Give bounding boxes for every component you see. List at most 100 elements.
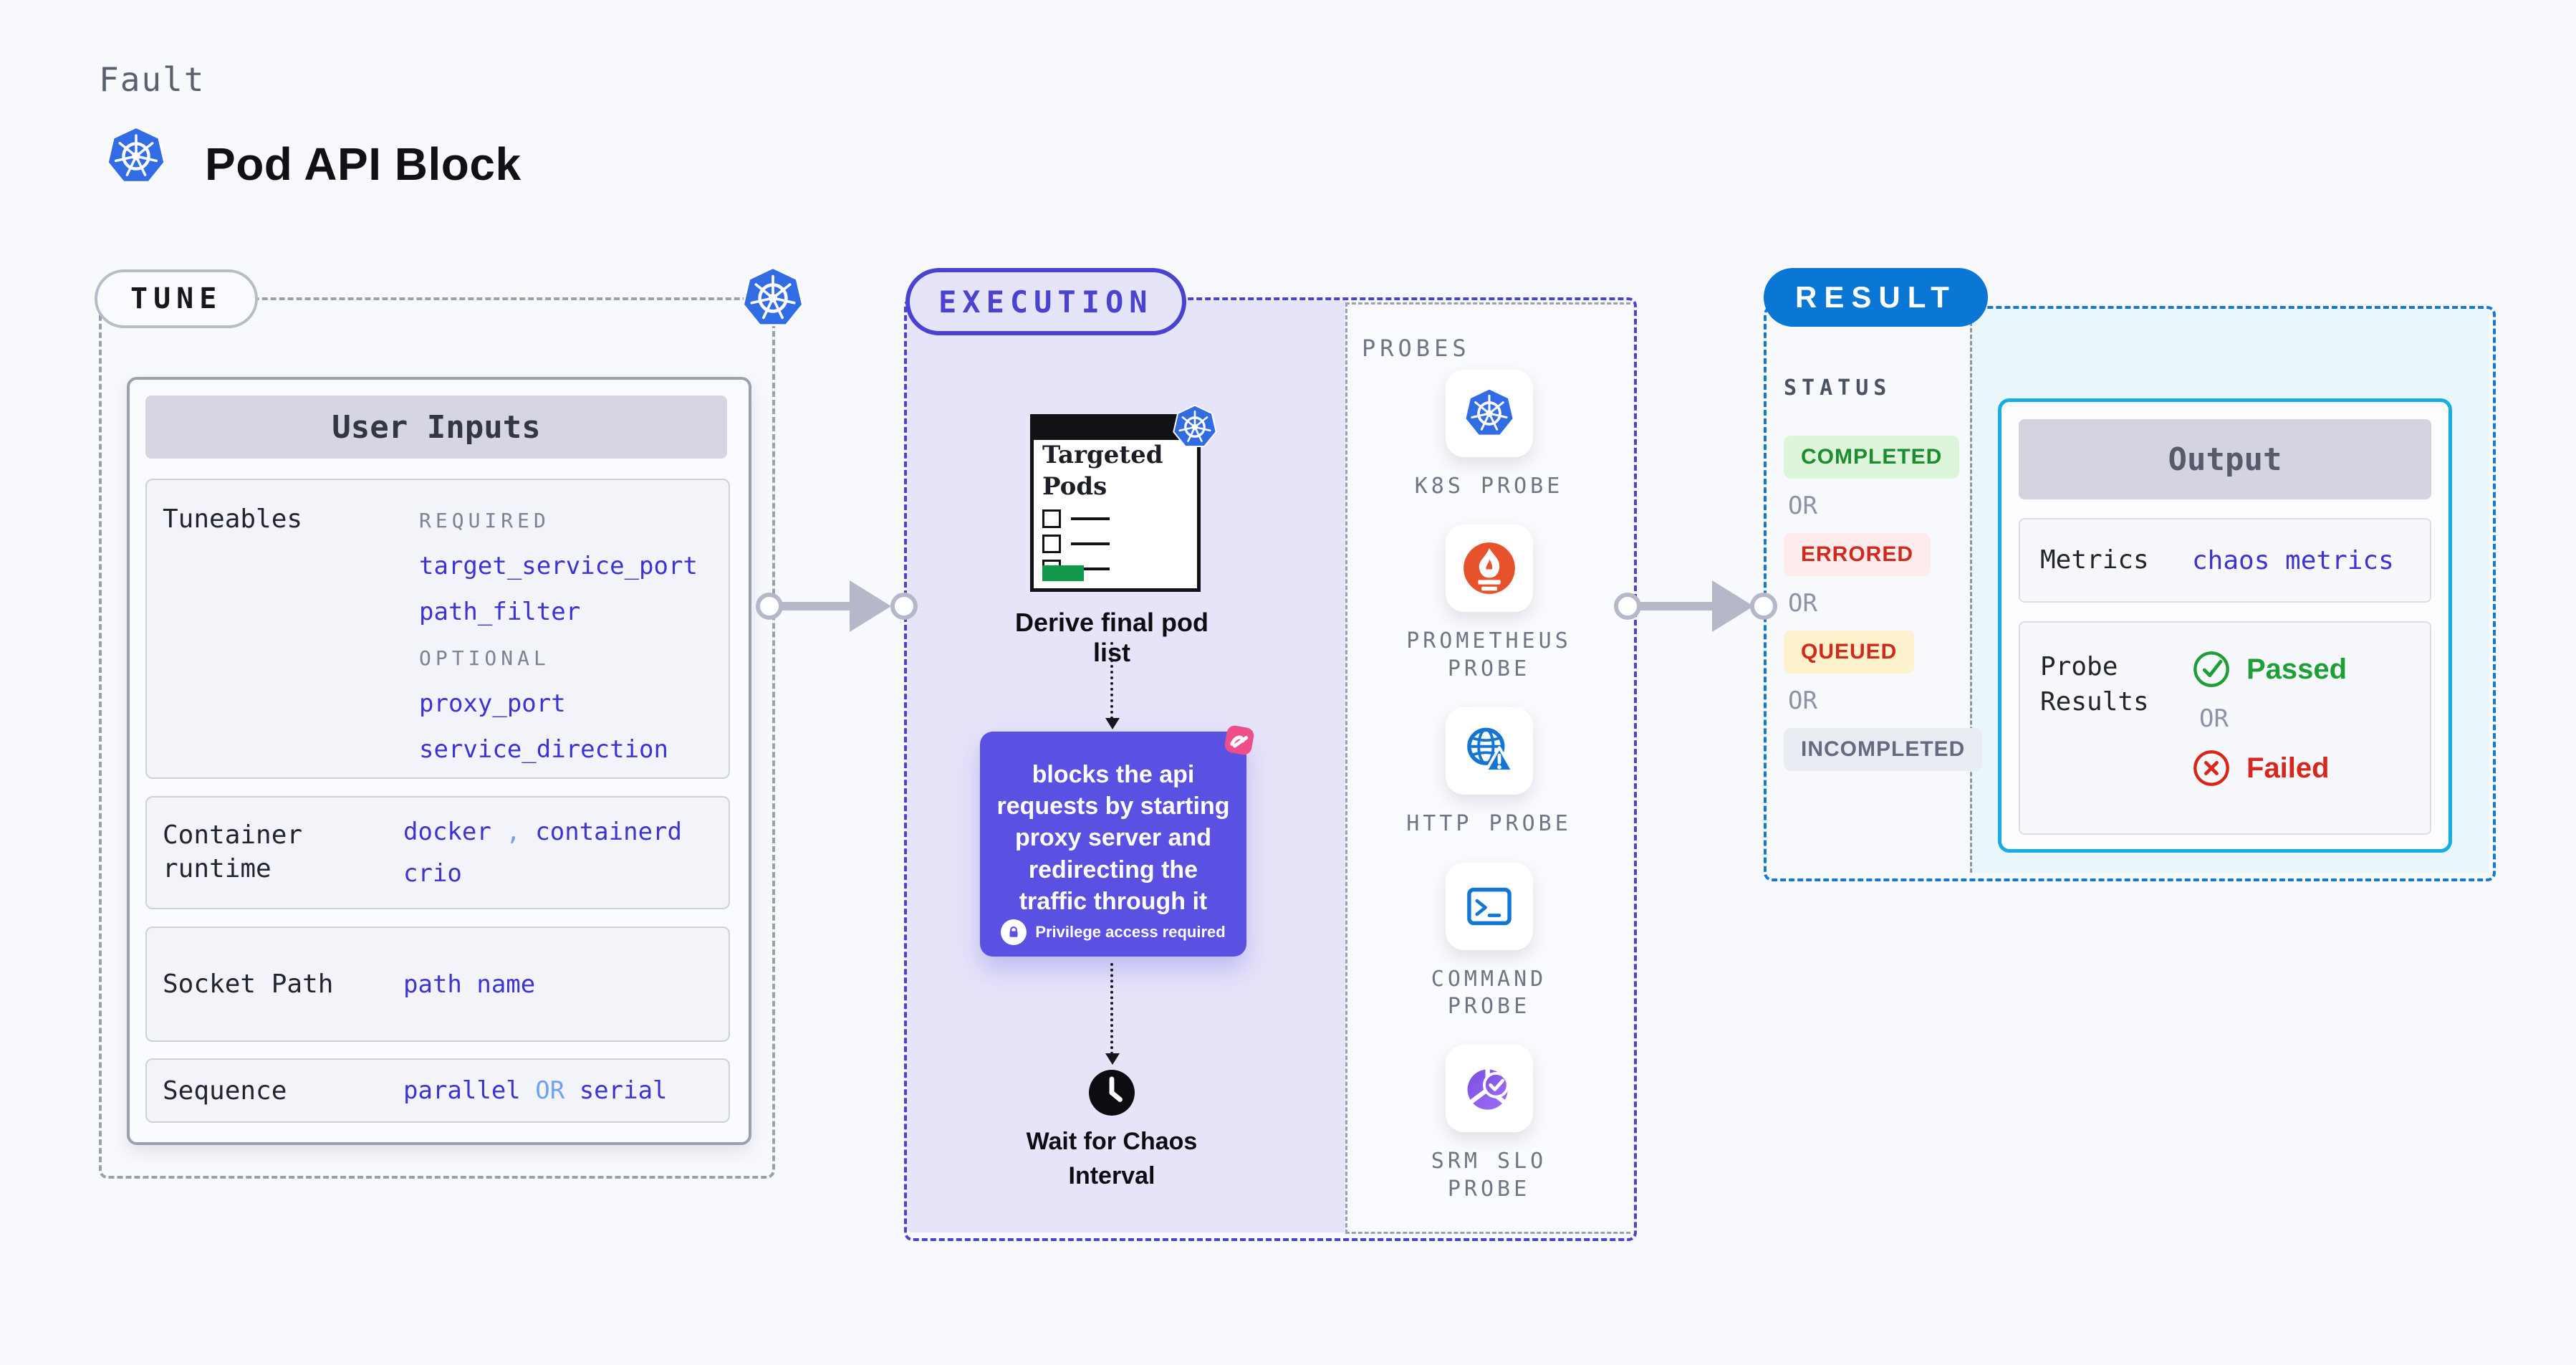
or-label: OR: [1788, 492, 1817, 520]
derive-step-label: Derive final pod list: [1014, 608, 1209, 667]
probes-result-connector: [1636, 602, 1714, 610]
checkbox-icon: [1042, 509, 1061, 528]
probe-label: K8S PROBE: [1414, 474, 1564, 499]
probe-results-label: Probe Results: [2040, 652, 2149, 717]
privilege-note: Privilege access required: [980, 919, 1246, 945]
probe-label: SRM SLO PROBE: [1431, 1149, 1547, 1202]
output-card: Output Metrics chaos metrics Probe Resul…: [1998, 398, 2452, 853]
or-label: OR: [1788, 686, 1817, 715]
metrics-row: Metrics chaos metrics: [2019, 518, 2431, 603]
sequence-row: Sequence parallel OR serial: [145, 1058, 730, 1123]
prometheus-icon: [1445, 525, 1533, 613]
socket-path-row: Socket Path path name: [145, 926, 730, 1042]
slo-check-icon: [1445, 1045, 1533, 1133]
probe-item-k8s: K8S PROBE: [1399, 370, 1580, 500]
flow-arrow: [1110, 963, 1113, 1055]
tuneable-required-1: target_service_port: [419, 552, 698, 580]
sequence-label: Sequence: [163, 1076, 287, 1106]
list-line: [1071, 517, 1110, 520]
probe-item-prometheus: PROMETHEUS PROBE: [1399, 525, 1580, 683]
connector-dot: [1614, 593, 1641, 620]
globe-warning-icon: [1445, 707, 1533, 795]
check-circle-icon: [2192, 650, 2231, 689]
list-line: [1071, 567, 1110, 570]
lock-icon: [1001, 919, 1027, 945]
runtime-value-containerd: containerd: [535, 818, 682, 846]
targeted-pods-title: Targeted Pods: [1042, 441, 1163, 502]
status-badge-completed: COMPLETED: [1784, 436, 1960, 479]
litmus-chaos-logo-icon: [1221, 722, 1258, 759]
status-label: STATUS: [1784, 375, 1892, 401]
container-runtime-label: Container runtime: [163, 820, 303, 883]
status-badge-errored: ERRORED: [1784, 533, 1931, 576]
probe-label: HTTP PROBE: [1406, 811, 1572, 837]
output-title: Output: [2019, 419, 2431, 499]
kubernetes-corner-icon: [740, 264, 806, 332]
connector-dot: [890, 593, 918, 620]
page-title: Pod API Block: [205, 138, 522, 190]
socket-path-label: Socket Path: [163, 969, 334, 999]
list-line: [1071, 542, 1110, 545]
checkbox-icon: [1042, 535, 1061, 553]
tune-panel: [99, 297, 775, 1179]
probes-panel: PROBES K8S PROBE PROMETHEUS PROBE HTTP P…: [1345, 302, 1630, 1234]
metrics-label: Metrics: [2040, 545, 2149, 575]
passed-label: Passed: [2246, 653, 2347, 685]
tuneables-label: Tuneables: [163, 504, 303, 534]
status-badge-queued: QUEUED: [1784, 631, 1915, 674]
container-runtime-row: Container runtime docker , containerd cr…: [145, 796, 730, 909]
wait-step-label: Wait for Chaos Interval: [1026, 1128, 1198, 1189]
tune-badge: TUNE: [95, 269, 259, 328]
connector-dot: [1750, 593, 1777, 620]
connector-dot: [756, 593, 783, 620]
execution-panel: [904, 297, 1637, 1241]
metrics-value: chaos metrics: [2192, 545, 2394, 575]
tuneable-optional-2: service_direction: [419, 735, 668, 764]
socket-path-value: path name: [403, 969, 536, 999]
probe-results-row: Probe Results Passed OR Failed: [2019, 621, 2431, 835]
privilege-note-text: Privilege access required: [1035, 923, 1226, 941]
execution-badge: EXECUTION: [905, 268, 1186, 335]
status-list: COMPLETED OR ERRORED OR QUEUED OR INCOMP…: [1784, 436, 1983, 771]
kubernetes-logo-icon: [105, 123, 168, 189]
probes-title: PROBES: [1362, 335, 1471, 362]
fault-action-card: blocks the api requests by starting prox…: [980, 732, 1246, 957]
required-label: REQUIRED: [419, 508, 550, 532]
container-runtime-values: docker , containerd crio: [403, 818, 682, 888]
runtime-value-docker: docker: [403, 818, 491, 846]
sequence-value-serial: serial: [579, 1076, 668, 1105]
probe-item-http: HTTP PROBE: [1399, 707, 1580, 838]
tuneables-row: Tuneables REQUIRED target_service_port p…: [145, 479, 730, 779]
clock-icon: [1087, 1068, 1136, 1117]
tuneable-required-2: path_filter: [419, 598, 581, 626]
user-inputs-title: User Inputs: [145, 396, 727, 459]
flow-arrow: [1110, 642, 1113, 719]
kubernetes-badge-icon: [1171, 402, 1219, 452]
green-action-button: [1042, 565, 1084, 581]
kubernetes-icon: [1445, 370, 1533, 457]
targeted-pods-card: Targeted Pods: [1030, 414, 1201, 592]
probes-list: K8S PROBE PROMETHEUS PROBE HTTP PROBE CO…: [1347, 370, 1630, 1203]
tuneable-optional-1: proxy_port: [419, 689, 566, 718]
sequence-value-parallel: parallel: [403, 1076, 521, 1105]
probe-label: COMMAND PROBE: [1431, 966, 1547, 1019]
fault-kicker: Fault: [99, 60, 206, 99]
optional-label: OPTIONAL: [419, 646, 550, 670]
terminal-icon: [1445, 862, 1533, 950]
x-circle-icon: [2192, 749, 2231, 787]
runtime-separator: ,: [506, 818, 521, 846]
arrow-down-icon: [1105, 718, 1120, 729]
probe-label: PROMETHEUS PROBE: [1406, 628, 1572, 681]
probe-item-srm-slo: SRM SLO PROBE: [1399, 1045, 1580, 1203]
failed-label: Failed: [2246, 752, 2330, 784]
tune-execution-connector: [777, 602, 851, 610]
runtime-value-crio: crio: [403, 859, 462, 888]
or-label: OR: [2199, 704, 2229, 733]
status-badge-incompleted: INCOMPLETED: [1784, 728, 1983, 771]
or-label: OR: [1788, 589, 1817, 618]
tuneables-values: REQUIRED target_service_port path_filter…: [419, 497, 698, 772]
fault-description: blocks the api requests by starting prox…: [996, 761, 1230, 915]
result-badge: RESULT: [1764, 268, 1988, 327]
sequence-or: OR: [535, 1076, 565, 1105]
